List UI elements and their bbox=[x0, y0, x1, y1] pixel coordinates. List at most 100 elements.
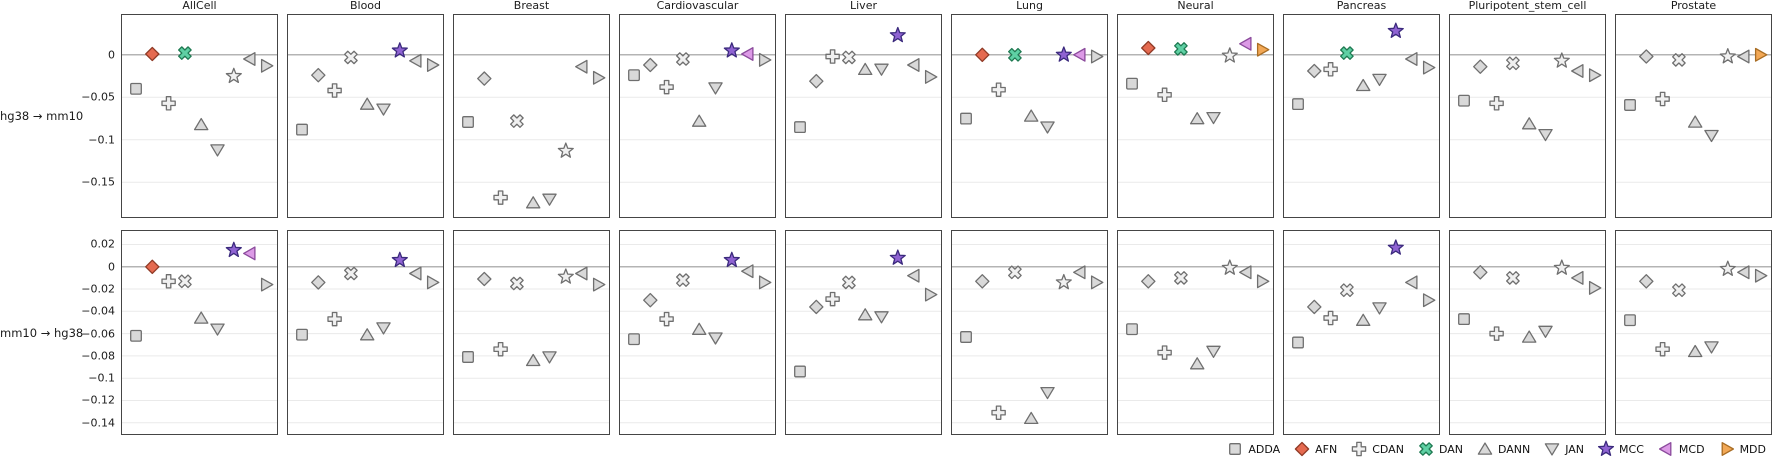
legend-item-ADDA: ADDA bbox=[1226, 440, 1280, 458]
marker-CDAN bbox=[327, 83, 342, 98]
marker-MCD bbox=[575, 59, 588, 74]
marker-ADDA bbox=[960, 331, 972, 343]
marker-AFN bbox=[1639, 49, 1654, 64]
marker-DAN bbox=[1672, 283, 1686, 298]
marker-AFN bbox=[1141, 274, 1156, 289]
marker-DAN bbox=[1008, 47, 1022, 62]
legend-label-AFN: AFN bbox=[1315, 442, 1338, 456]
marker-JAN bbox=[210, 144, 225, 157]
marker-MCC bbox=[225, 67, 242, 84]
marker-MCC bbox=[1719, 48, 1736, 64]
marker-CDAN bbox=[1323, 310, 1338, 326]
panel-title-Liver: Liver bbox=[850, 0, 877, 12]
marker-CDAN bbox=[493, 341, 508, 357]
marker-DAN bbox=[1340, 46, 1354, 60]
marker-AFN bbox=[975, 274, 990, 289]
panel-title-Lung: Lung bbox=[1016, 0, 1043, 12]
marker-AFN bbox=[1307, 63, 1322, 79]
marker-MCD bbox=[1737, 265, 1750, 280]
marker-CDAN bbox=[825, 49, 840, 64]
marker-CDAN bbox=[493, 190, 508, 205]
marker-DANN bbox=[359, 328, 375, 341]
marker-AFN bbox=[477, 271, 492, 287]
marker-DAN bbox=[1174, 271, 1188, 285]
marker-ADDA bbox=[1126, 77, 1138, 90]
marker-DANN bbox=[193, 117, 209, 131]
marker-ADDA bbox=[462, 351, 474, 363]
marker-JAN bbox=[1372, 73, 1387, 87]
marker-CDAN bbox=[1323, 62, 1338, 77]
y-tick-label: −0.12 bbox=[81, 393, 115, 407]
marker-AFN bbox=[809, 299, 824, 315]
marker-AFN bbox=[643, 292, 658, 308]
marker-MCC bbox=[1387, 22, 1404, 38]
marker-MCD bbox=[907, 58, 920, 72]
legend-label-MCD: MCD bbox=[1678, 442, 1705, 456]
marker-MCD bbox=[243, 52, 256, 66]
marker-CDAN bbox=[991, 405, 1006, 420]
marker-MCD bbox=[741, 47, 754, 61]
legend-marker-MCC bbox=[1597, 440, 1615, 456]
marker-MCC bbox=[889, 26, 906, 43]
marker-MCC bbox=[723, 251, 740, 268]
marker-MDD bbox=[1588, 68, 1602, 83]
marker-ADDA bbox=[1458, 313, 1470, 326]
y-tick-label: −0.06 bbox=[81, 327, 115, 341]
legend-label-MDD: MDD bbox=[1739, 442, 1766, 456]
marker-ADDA bbox=[628, 333, 640, 346]
marker-AFN bbox=[1141, 40, 1156, 56]
marker-MDD bbox=[1588, 280, 1602, 295]
marker-CDAN bbox=[1157, 87, 1172, 103]
legend-label-DANN: DANN bbox=[1497, 442, 1531, 456]
marker-JAN bbox=[376, 103, 391, 116]
marker-ADDA bbox=[1624, 314, 1636, 327]
panel-mm10→hg38-Lung bbox=[951, 230, 1108, 435]
legend-label-CDAN: CDAN bbox=[1372, 442, 1404, 456]
marker-MCD bbox=[575, 266, 588, 281]
panel-hg38→mm10-Blood bbox=[287, 14, 444, 218]
marker-MCC bbox=[889, 249, 906, 265]
marker-DAN bbox=[1340, 283, 1354, 298]
marker-DANN bbox=[1687, 344, 1703, 358]
marker-DAN bbox=[1506, 271, 1520, 285]
legend-marker-CDAN bbox=[1351, 441, 1367, 457]
legend-label-MCC: MCC bbox=[1619, 442, 1644, 456]
marker-DANN bbox=[1189, 112, 1205, 125]
marker-MCD bbox=[1239, 265, 1252, 280]
marker-DANN bbox=[857, 308, 873, 321]
marker-CDAN bbox=[327, 311, 342, 327]
legend-marker-DANN bbox=[1477, 442, 1493, 455]
legend-item-MDD: MDD bbox=[1718, 440, 1766, 458]
marker-JAN bbox=[376, 322, 391, 335]
marker-DANN bbox=[691, 322, 707, 335]
panel-hg38→mm10-Liver bbox=[785, 14, 942, 218]
panel-hg38→mm10-Lung bbox=[951, 14, 1108, 218]
marker-JAN bbox=[874, 311, 889, 324]
marker-ADDA bbox=[794, 365, 806, 378]
legend-item-CDAN: CDAN bbox=[1350, 440, 1404, 458]
marker-DANN bbox=[1023, 109, 1039, 122]
marker-CDAN bbox=[1489, 326, 1504, 341]
y-tick-label: −0.04 bbox=[81, 304, 115, 318]
marker-AFN bbox=[643, 57, 658, 73]
legend-marker-MCD bbox=[1658, 442, 1672, 456]
marker-MCC bbox=[1553, 52, 1570, 68]
marker-DANN bbox=[359, 97, 375, 110]
y-tick-label: −0.1 bbox=[88, 133, 115, 147]
marker-ADDA bbox=[462, 116, 474, 128]
marker-MDD bbox=[260, 58, 274, 73]
y-tick-label: 0 bbox=[108, 260, 115, 274]
panel-title-Blood: Blood bbox=[349, 0, 382, 12]
panel-mm10→hg38-Pancreas bbox=[1283, 230, 1440, 435]
panel-mm10→hg38-Pluripotent_stem_cell bbox=[1449, 230, 1606, 435]
marker-ADDA bbox=[628, 69, 640, 82]
marker-JAN bbox=[1704, 341, 1719, 354]
marker-DANN bbox=[1521, 330, 1537, 343]
marker-MCC bbox=[1719, 260, 1736, 276]
panel-mm10→hg38-Liver bbox=[785, 230, 942, 435]
legend-item-MCD: MCD bbox=[1657, 440, 1705, 458]
panel-hg38→mm10-Breast bbox=[453, 14, 610, 218]
y-tick-label: −0.1 bbox=[88, 371, 115, 385]
marker-ADDA bbox=[1292, 336, 1304, 349]
marker-ADDA bbox=[1624, 99, 1636, 111]
